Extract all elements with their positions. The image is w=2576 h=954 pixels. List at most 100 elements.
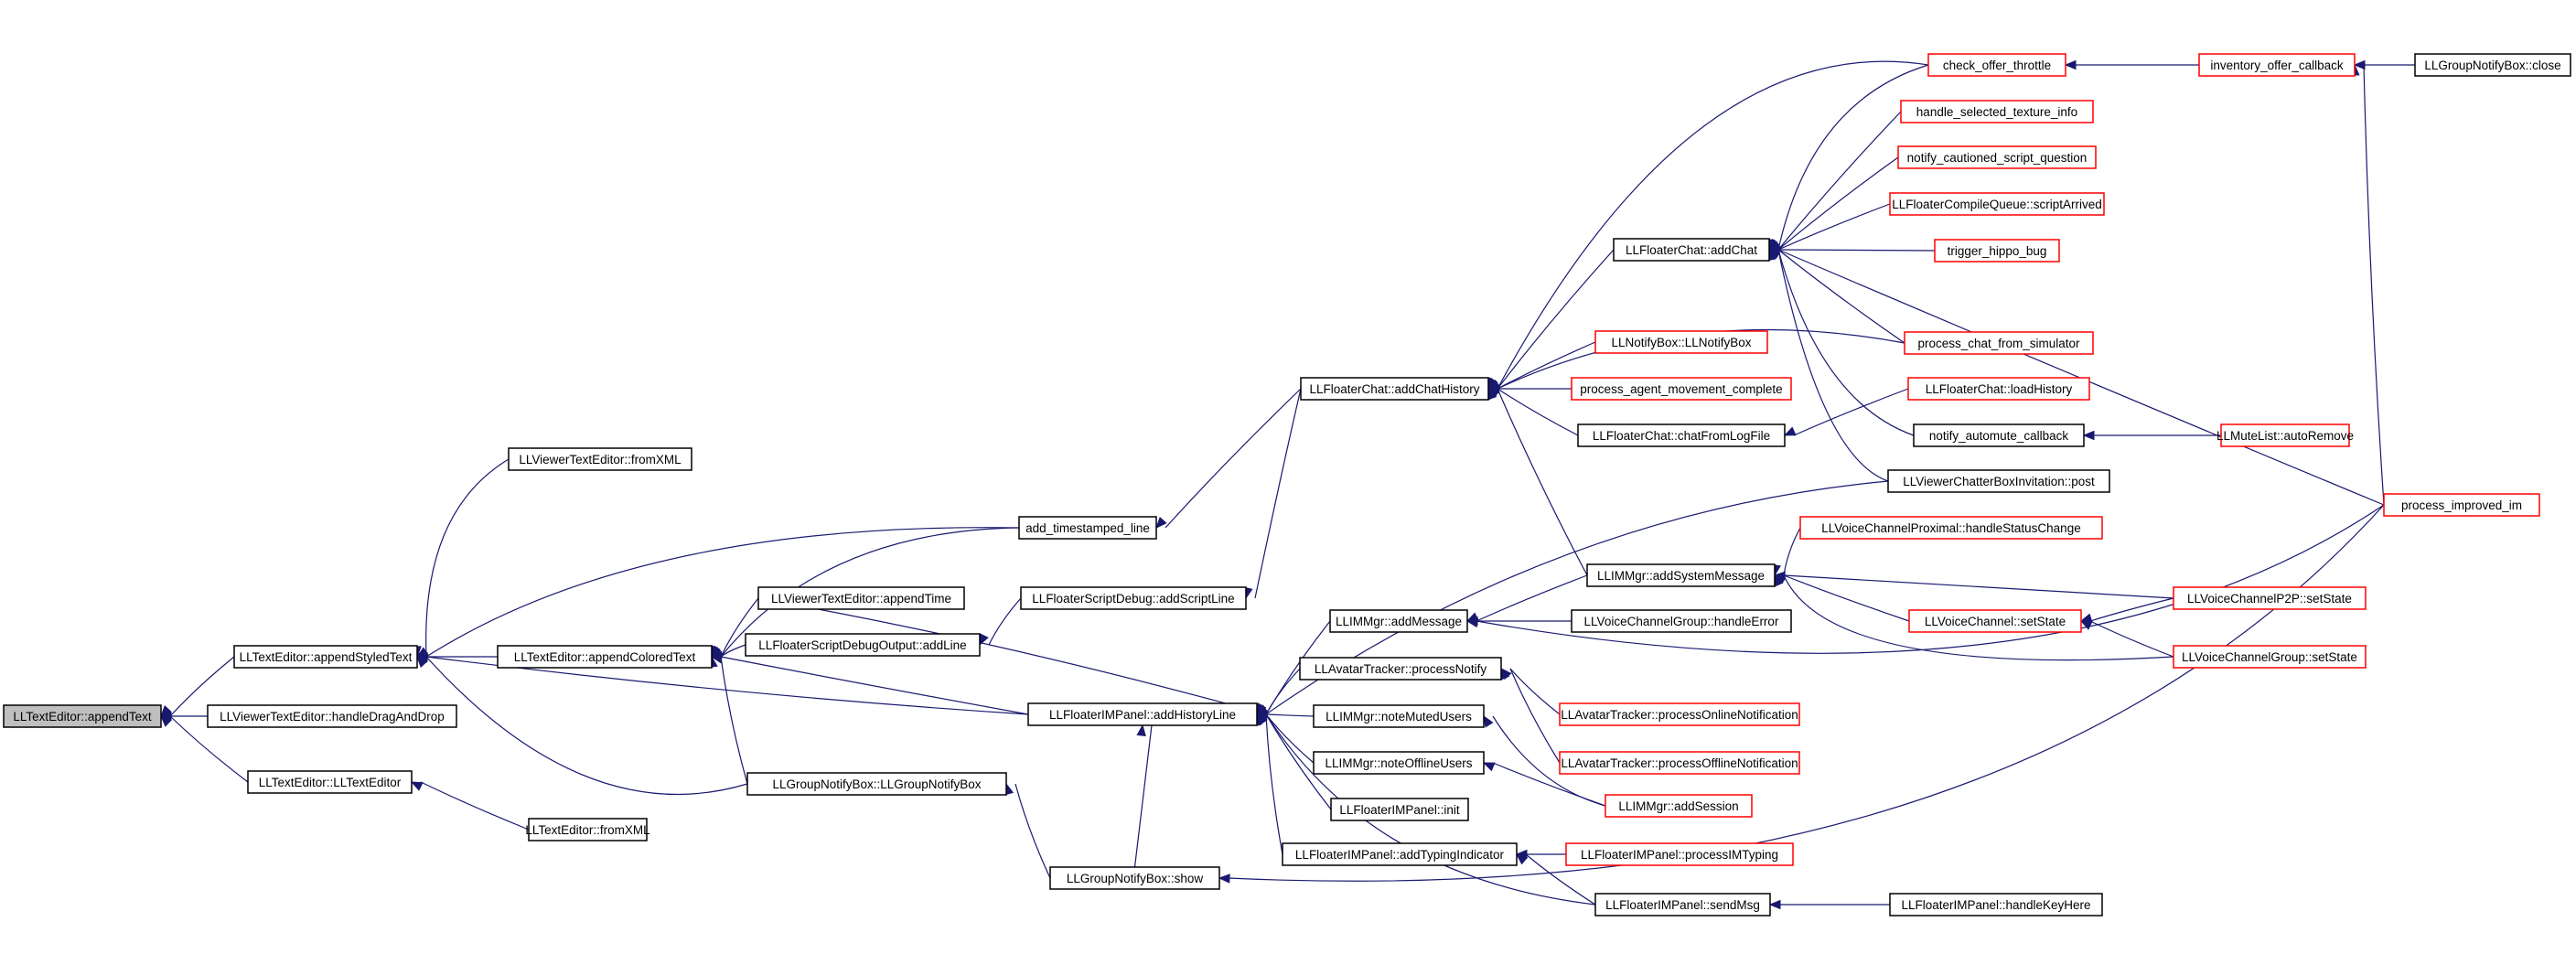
node-llimmgr-addsession[interactable]: LLIMMgr::addSession xyxy=(1605,794,1753,818)
node-label: LLAvatarTracker::processOnlineNotificati… xyxy=(1561,708,1798,722)
node-llvoicechannelgroup-setstate[interactable]: LLVoiceChannelGroup::setState xyxy=(2173,645,2367,669)
node-llimmgr-addsystemmessage[interactable]: LLIMMgr::addSystemMessage xyxy=(1586,563,1776,587)
call-edge xyxy=(2089,597,2174,622)
node-box xyxy=(2198,53,2356,77)
node-llfloaterchat-chatfromlogfile[interactable]: LLFloaterChat::chatFromLogFile xyxy=(1577,423,1786,447)
node-llgroupnotifybox-llgroupnotifybox[interactable]: LLGroupNotifyBox::LLGroupNotifyBox xyxy=(746,772,1007,796)
node-label: LLAvatarTracker::processNotify xyxy=(1315,662,1487,676)
node-llvoicechannelp2p-setstate[interactable]: LLVoiceChannelP2P::setState xyxy=(2173,586,2367,610)
node-box xyxy=(1889,893,2103,916)
node-lltexteditor-appendstyledtext[interactable]: LLTextEditor::appendStyledText xyxy=(233,645,418,669)
node-llfloaterchat-addchathistory[interactable]: LLFloaterChat::addChatHistory xyxy=(1300,377,1489,401)
node-llfloaterimpanel-processimtyping[interactable]: LLFloaterIMPanel::processIMTyping xyxy=(1565,842,1794,866)
node-lltexteditor-appendcoloredtext[interactable]: LLTextEditor::appendColoredText xyxy=(497,645,713,669)
node-box xyxy=(1897,145,2097,169)
node-process-improved-im[interactable]: process_improved_im xyxy=(2383,493,2540,517)
node-label: handle_selected_texture_info xyxy=(1916,105,2077,119)
node-llfloaterscriptdebug-addscriptline[interactable]: LLFloaterScriptDebug::addScriptLine xyxy=(1020,586,1247,610)
node-box xyxy=(1613,238,1770,262)
node-llfloaterimpanel-addhistoryline[interactable]: LLFloaterIMPanel::addHistoryLine xyxy=(1027,702,1258,726)
call-edge xyxy=(1165,388,1302,529)
node-check-offer-throttle[interactable]: check_offer_throttle xyxy=(1927,53,2066,77)
node-label: LLFloaterScriptDebugOutput::addLine xyxy=(758,638,966,652)
node-box xyxy=(1900,100,2094,123)
node-lltexteditor-lltexteditor[interactable]: LLTextEditor::LLTextEditor xyxy=(247,770,413,794)
node-label: LLAvatarTracker::processOfflineNotificat… xyxy=(1561,756,1798,770)
node-label: LLFloaterScriptDebug::addScriptLine xyxy=(1032,592,1234,606)
call-edge xyxy=(1476,504,2385,654)
node-label: LLTextEditor::fromXML xyxy=(525,823,650,837)
node-label: LLIMMgr::addSession xyxy=(1618,799,1738,813)
node-llgroupnotifybox-show[interactable]: LLGroupNotifyBox::show xyxy=(1049,866,1220,890)
node-box xyxy=(1559,702,1800,726)
node-box xyxy=(1594,330,1768,354)
node-llimmgr-noteofflineusers[interactable]: LLIMMgr::noteOfflineUsers xyxy=(1313,751,1485,775)
node-add-timestamped-line[interactable]: add_timestamped_line xyxy=(1018,516,1157,540)
node-label: LLFloaterIMPanel::addHistoryLine xyxy=(1049,708,1236,722)
node-llgroupnotifybox-close[interactable]: LLGroupNotifyBox::close xyxy=(2414,53,2571,77)
node-llavatartracker-processnotify[interactable]: LLAvatarTracker::processNotify xyxy=(1299,657,1502,681)
node-process-agent-movement-complete[interactable]: process_agent_movement_complete xyxy=(1571,377,1792,401)
call-edge xyxy=(720,597,759,658)
call-edge xyxy=(1525,853,1596,906)
call-edge xyxy=(1492,762,1606,807)
call-edge xyxy=(1497,388,1579,436)
node-label: check_offer_throttle xyxy=(1943,59,2051,72)
node-llavatartracker-processofflinenotification[interactable]: LLAvatarTracker::processOfflineNotificat… xyxy=(1559,751,1800,775)
call-edge xyxy=(1265,668,1301,715)
edge-arrowhead xyxy=(1136,724,1146,737)
node-llvoicechannelproximal-handlestatuschange[interactable]: LLVoiceChannelProximal::handleStatusChan… xyxy=(1799,516,2103,540)
node-llviewertexteditor-handledraganddrop[interactable]: LLViewerTextEditor::handleDragAndDrop xyxy=(207,704,457,728)
node-label: LLTextEditor::appendColoredText xyxy=(514,650,696,664)
edge-arrowhead xyxy=(1515,853,1529,865)
node-label: LLViewerTextEditor::handleDragAndDrop xyxy=(220,710,445,724)
node-label: inventory_offer_callback xyxy=(2210,59,2344,72)
node-llmutelist-autoremove[interactable]: LLMuteList::autoRemove xyxy=(2216,423,2354,447)
node-handle-selected-texture-info[interactable]: handle_selected_texture_info xyxy=(1900,100,2094,123)
node-llviewertexteditor-fromxml[interactable]: LLViewerTextEditor::fromXML xyxy=(508,447,692,471)
node-inventory-offer-callback[interactable]: inventory_offer_callback xyxy=(2198,53,2356,77)
edge-arrowhead xyxy=(1255,704,1269,715)
node-label: trigger_hippo_bug xyxy=(1948,244,2047,258)
node-llfloaterimpanel-init[interactable]: LLFloaterIMPanel::init xyxy=(1330,798,1469,821)
node-llviewerchatterboxinvitation-post[interactable]: LLViewerChatterBoxInvitation::post xyxy=(1887,469,2110,493)
node-llfloaterimpanel-addtypingindicator[interactable]: LLFloaterIMPanel::addTypingIndicator xyxy=(1282,842,1518,866)
node-box xyxy=(1927,53,2066,77)
node-box xyxy=(1299,657,1502,681)
call-edge xyxy=(720,656,748,785)
node-lltexteditor-fromxml[interactable]: LLTextEditor::fromXML xyxy=(525,818,650,841)
node-label: notify_cautioned_script_question xyxy=(1907,151,2088,165)
edge-arrowhead xyxy=(1482,762,1496,772)
call-edge xyxy=(757,597,1267,715)
node-llvoicechannelgroup-handleerror[interactable]: LLVoiceChannelGroup::handleError xyxy=(1571,609,1792,633)
node-llfloaterimpanel-handlekeyhere[interactable]: LLFloaterIMPanel::handleKeyHere xyxy=(1889,893,2103,916)
node-label: LLVoiceChannelP2P::setState xyxy=(2187,592,2352,606)
node-label: LLVoiceChannel::setState xyxy=(1925,615,2066,628)
call-edge xyxy=(1783,527,1801,576)
node-llavatartracker-processonlinenotification[interactable]: LLAvatarTracker::processOnlineNotificati… xyxy=(1559,702,1800,726)
node-process-chat-from-simulator[interactable]: process_chat_from_simulator xyxy=(1904,331,2094,355)
call-edge xyxy=(1014,783,1051,879)
call-edge xyxy=(1777,111,1902,251)
edge-arrowhead xyxy=(160,715,172,727)
call-edge xyxy=(169,715,249,783)
node-llfloaterscriptdebugoutput-addline[interactable]: LLFloaterScriptDebugOutput::addLine xyxy=(745,633,981,657)
node-llviewertexteditor-appendtime[interactable]: LLViewerTextEditor::appendTime xyxy=(757,586,965,610)
edge-arrowhead xyxy=(1465,617,1479,628)
node-llfloaterchat-loadhistory[interactable]: LLFloaterChat::loadHistory xyxy=(1907,377,2090,401)
call-edge xyxy=(1777,64,1929,251)
node-llimmgr-addmessage[interactable]: LLIMMgr::addMessage xyxy=(1329,609,1468,633)
node-llfloaterchat-addchat[interactable]: LLFloaterChat::addChat xyxy=(1613,238,1770,262)
node-notify-cautioned-script-question[interactable]: notify_cautioned_script_question xyxy=(1897,145,2097,169)
node-llimmgr-notemutedusers[interactable]: LLIMMgr::noteMutedUsers xyxy=(1313,704,1485,728)
call-edge xyxy=(1783,574,1910,622)
node-box xyxy=(3,704,162,728)
node-llfloatercompilequeue-scriptarrived[interactable]: LLFloaterCompileQueue::scriptArrived xyxy=(1889,192,2105,216)
node-llvoicechannel-setstate[interactable]: LLVoiceChannel::setState xyxy=(1908,609,2082,633)
node-notify-automute-callback[interactable]: notify_automute_callback xyxy=(1913,423,2085,447)
node-llnotifybox-llnotifybox[interactable]: LLNotifyBox::LLNotifyBox xyxy=(1594,330,1768,354)
node-trigger-hippo-bug[interactable]: trigger_hippo_bug xyxy=(1934,239,2060,263)
node-llfloaterimpanel-sendmsg[interactable]: LLFloaterIMPanel::sendMsg xyxy=(1594,893,1771,916)
edge-arrowhead xyxy=(1773,571,1786,581)
